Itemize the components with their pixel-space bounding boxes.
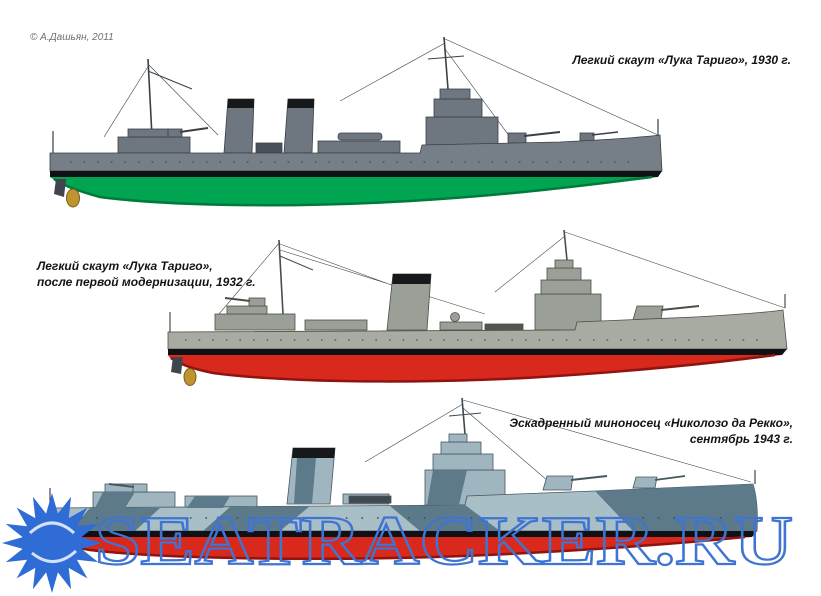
ship-1-rigging	[52, 36, 659, 153]
ship-3-caption: Эскадренный миноносец «Николозо да Рекко…	[509, 415, 793, 447]
ship-3-caption-line1: Эскадренный миноносец «Николозо да Рекко…	[509, 416, 793, 430]
ship-2-superstructure	[214, 259, 700, 332]
ship-2-hull	[167, 309, 788, 350]
ship-1-underwater-hull	[50, 177, 658, 206]
watermark-text: SEATRACKER.RU	[95, 503, 793, 580]
watermark-star-icon	[2, 493, 102, 593]
ship-2-rigging	[169, 229, 786, 332]
ship-2-underwater-hull	[168, 355, 782, 382]
ship-3-illustration	[47, 397, 758, 561]
ship-3-waterline	[48, 531, 757, 537]
ship-2-caption-line1: Легкий скаут «Лука Тариго»,	[37, 259, 213, 273]
ship-2-caption: Легкий скаут «Лука Тариго», после первой…	[37, 258, 256, 290]
ship-2-propeller	[183, 368, 197, 386]
ship-3-caption-line2: сентябрь 1943 г.	[689, 432, 793, 447]
ship-1-hull	[49, 134, 663, 172]
ship-1-illustration	[49, 36, 663, 208]
ship-2-waterline	[168, 349, 787, 355]
ship-2-rudder	[171, 357, 183, 374]
copyright-note: © А.Дашьян, 2011	[30, 32, 114, 43]
ship-1-caption: Легкий скаут «Лука Тариго», 1930 г.	[572, 52, 791, 68]
ship-3-camouflage	[70, 458, 758, 531]
ship-2-funnel-cap	[392, 274, 431, 284]
ship-3-funnel-cap	[292, 448, 335, 458]
watermark: SEATRACKER.RU	[2, 493, 794, 593]
ship-1-underwater-shade	[53, 175, 653, 207]
watermark-star-swirl	[28, 521, 78, 563]
ship-2-caption-line2: после первой модернизации, 1932 г.	[37, 275, 256, 290]
ship-2-underwater-shade	[170, 353, 776, 383]
ship-1-funnel-caps	[227, 99, 314, 108]
ship-1-propeller	[66, 188, 80, 208]
ship-3-underwater-shade	[50, 535, 746, 561]
ship-3-underwater-hull	[48, 537, 752, 559]
ship-1-rudder	[54, 179, 66, 197]
ship-2-illustration	[167, 229, 788, 386]
ship-1-caption-line1: Легкий скаут «Лука Тариго», 1930 г.	[572, 53, 791, 67]
ship-1-waterline	[50, 171, 662, 177]
